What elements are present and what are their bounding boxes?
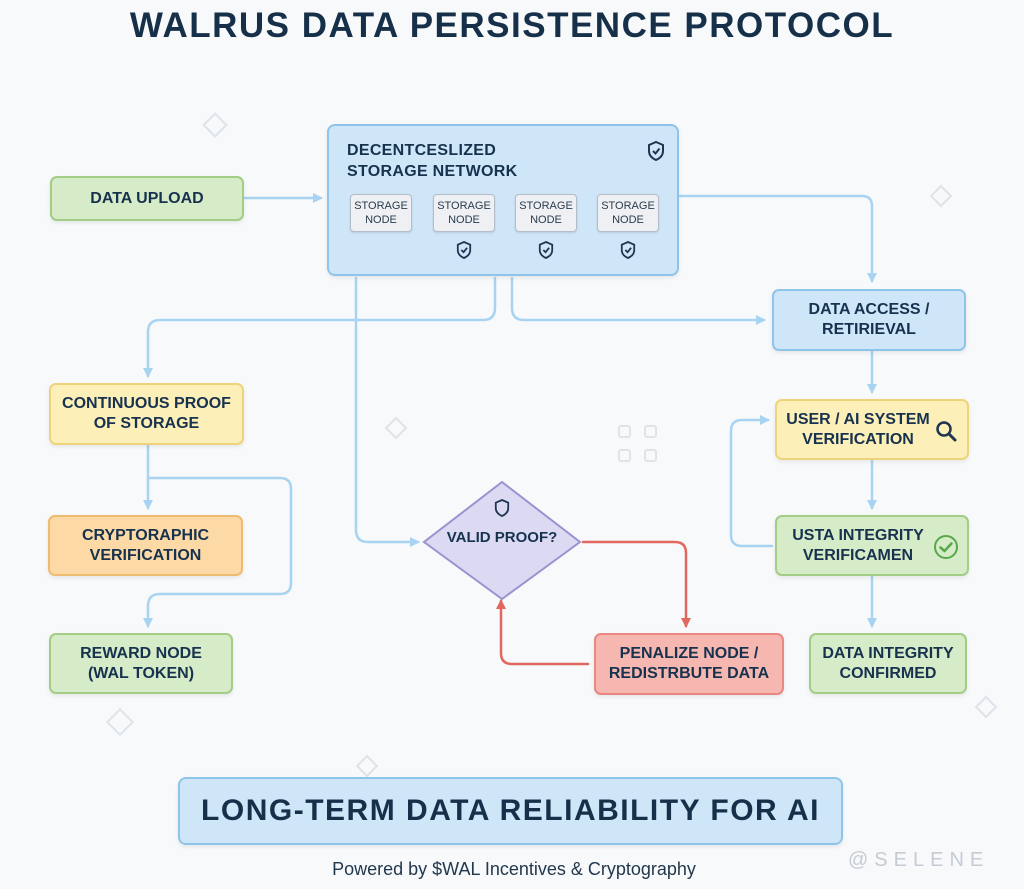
- watermark: @SELENE: [848, 849, 990, 871]
- arrow-network-to-retrieval: [510, 276, 766, 325]
- cryptographic-verification-box: CRYPTORAPHIC VERIFICATION: [48, 515, 243, 576]
- user-ai-verification-label: USER / AI SYSTEM VERIFICATION: [786, 410, 930, 448]
- data-access-box: DATA ACCESS / RETIRIEVAL: [772, 289, 966, 351]
- powered-by-caption: Powered by $WAL Incentives & Cryptograph…: [332, 859, 696, 879]
- arrow-network-to-proof: [143, 276, 497, 378]
- data-upload-box: DATA UPLOAD: [50, 176, 244, 221]
- continuous-proof-box: CONTINUOUS PROOF OF STORAGE: [49, 383, 244, 445]
- decorative-diamonds: [105, 112, 998, 778]
- arrow-network-to-valid-proof: [354, 276, 420, 547]
- shield-icon: [494, 499, 510, 517]
- storage-node-3: STORAGE NODE: [515, 194, 577, 232]
- search-icon: [936, 421, 957, 442]
- user-ai-verification-box: USER / AI SYSTEM VERIFICATION: [775, 399, 969, 460]
- storage-network-title: DECENTCESLIZED STORAGE NETWORK: [347, 142, 518, 180]
- arrow-penalize-to-valid-proof: [496, 599, 590, 666]
- storage-node-2: STORAGE NODE: [433, 194, 495, 232]
- continuous-proof-label: CONTINUOUS PROOF OF STORAGE: [62, 395, 231, 432]
- storage-network-box: DECENTCESLIZED STORAGE NETWORK STORAGE N…: [327, 124, 679, 276]
- page-title: WALRUS DATA PERSISTENCE PROTOCOL: [129, 6, 895, 45]
- data-upload-label: DATA UPLOAD: [90, 189, 204, 207]
- valid-proof-diamond: [422, 480, 582, 601]
- shield-icon: [456, 241, 472, 259]
- storage-node-4: STORAGE NODE: [597, 194, 659, 232]
- reward-node-box: REWARD NODE (WAL TOKEN): [49, 633, 233, 694]
- data-access-label: DATA ACCESS / RETIRIEVAL: [808, 301, 930, 338]
- arrow-integrity-to-user-loop: [729, 415, 774, 548]
- data-integrity-confirmed-label: DATA INTEGRITY CONFIRMED: [822, 644, 954, 682]
- shield-icon: [538, 241, 554, 259]
- storage-node-1: STORAGE NODE: [350, 194, 412, 232]
- reliability-banner: LONG-TERM DATA RELIABILITY FOR AI: [178, 777, 843, 845]
- penalize-node-label: PENALIZE NODE / REDISTRBUTE DATA: [608, 645, 770, 682]
- arrow-network-to-access: [678, 194, 877, 283]
- data-integrity-verification-box: USTA INTEGRITY VERIFICAMEN: [775, 515, 969, 576]
- shield-icon: [648, 141, 664, 161]
- penalize-node-box: PENALIZE NODE / REDISTRBUTE DATA: [594, 633, 784, 695]
- data-integrity-verification-label: USTA INTEGRITY VERIFICAMEN: [792, 526, 924, 564]
- reward-node-label: REWARD NODE (WAL TOKEN): [80, 644, 202, 682]
- check-circle-icon: [934, 535, 958, 559]
- shield-icon: [620, 241, 636, 259]
- data-integrity-confirmed-box: DATA INTEGRITY CONFIRMED: [809, 633, 967, 694]
- valid-proof-label: VALID PROOF?: [446, 529, 558, 546]
- reliability-banner-label: LONG-TERM DATA RELIABILITY FOR AI: [201, 794, 820, 827]
- arrow-proof-to-reward: [143, 476, 293, 628]
- arrow-valid-proof-to-penalize: [581, 540, 691, 628]
- cryptographic-verification-label: CRYPTORAPHIC VERIFICATION: [81, 526, 210, 564]
